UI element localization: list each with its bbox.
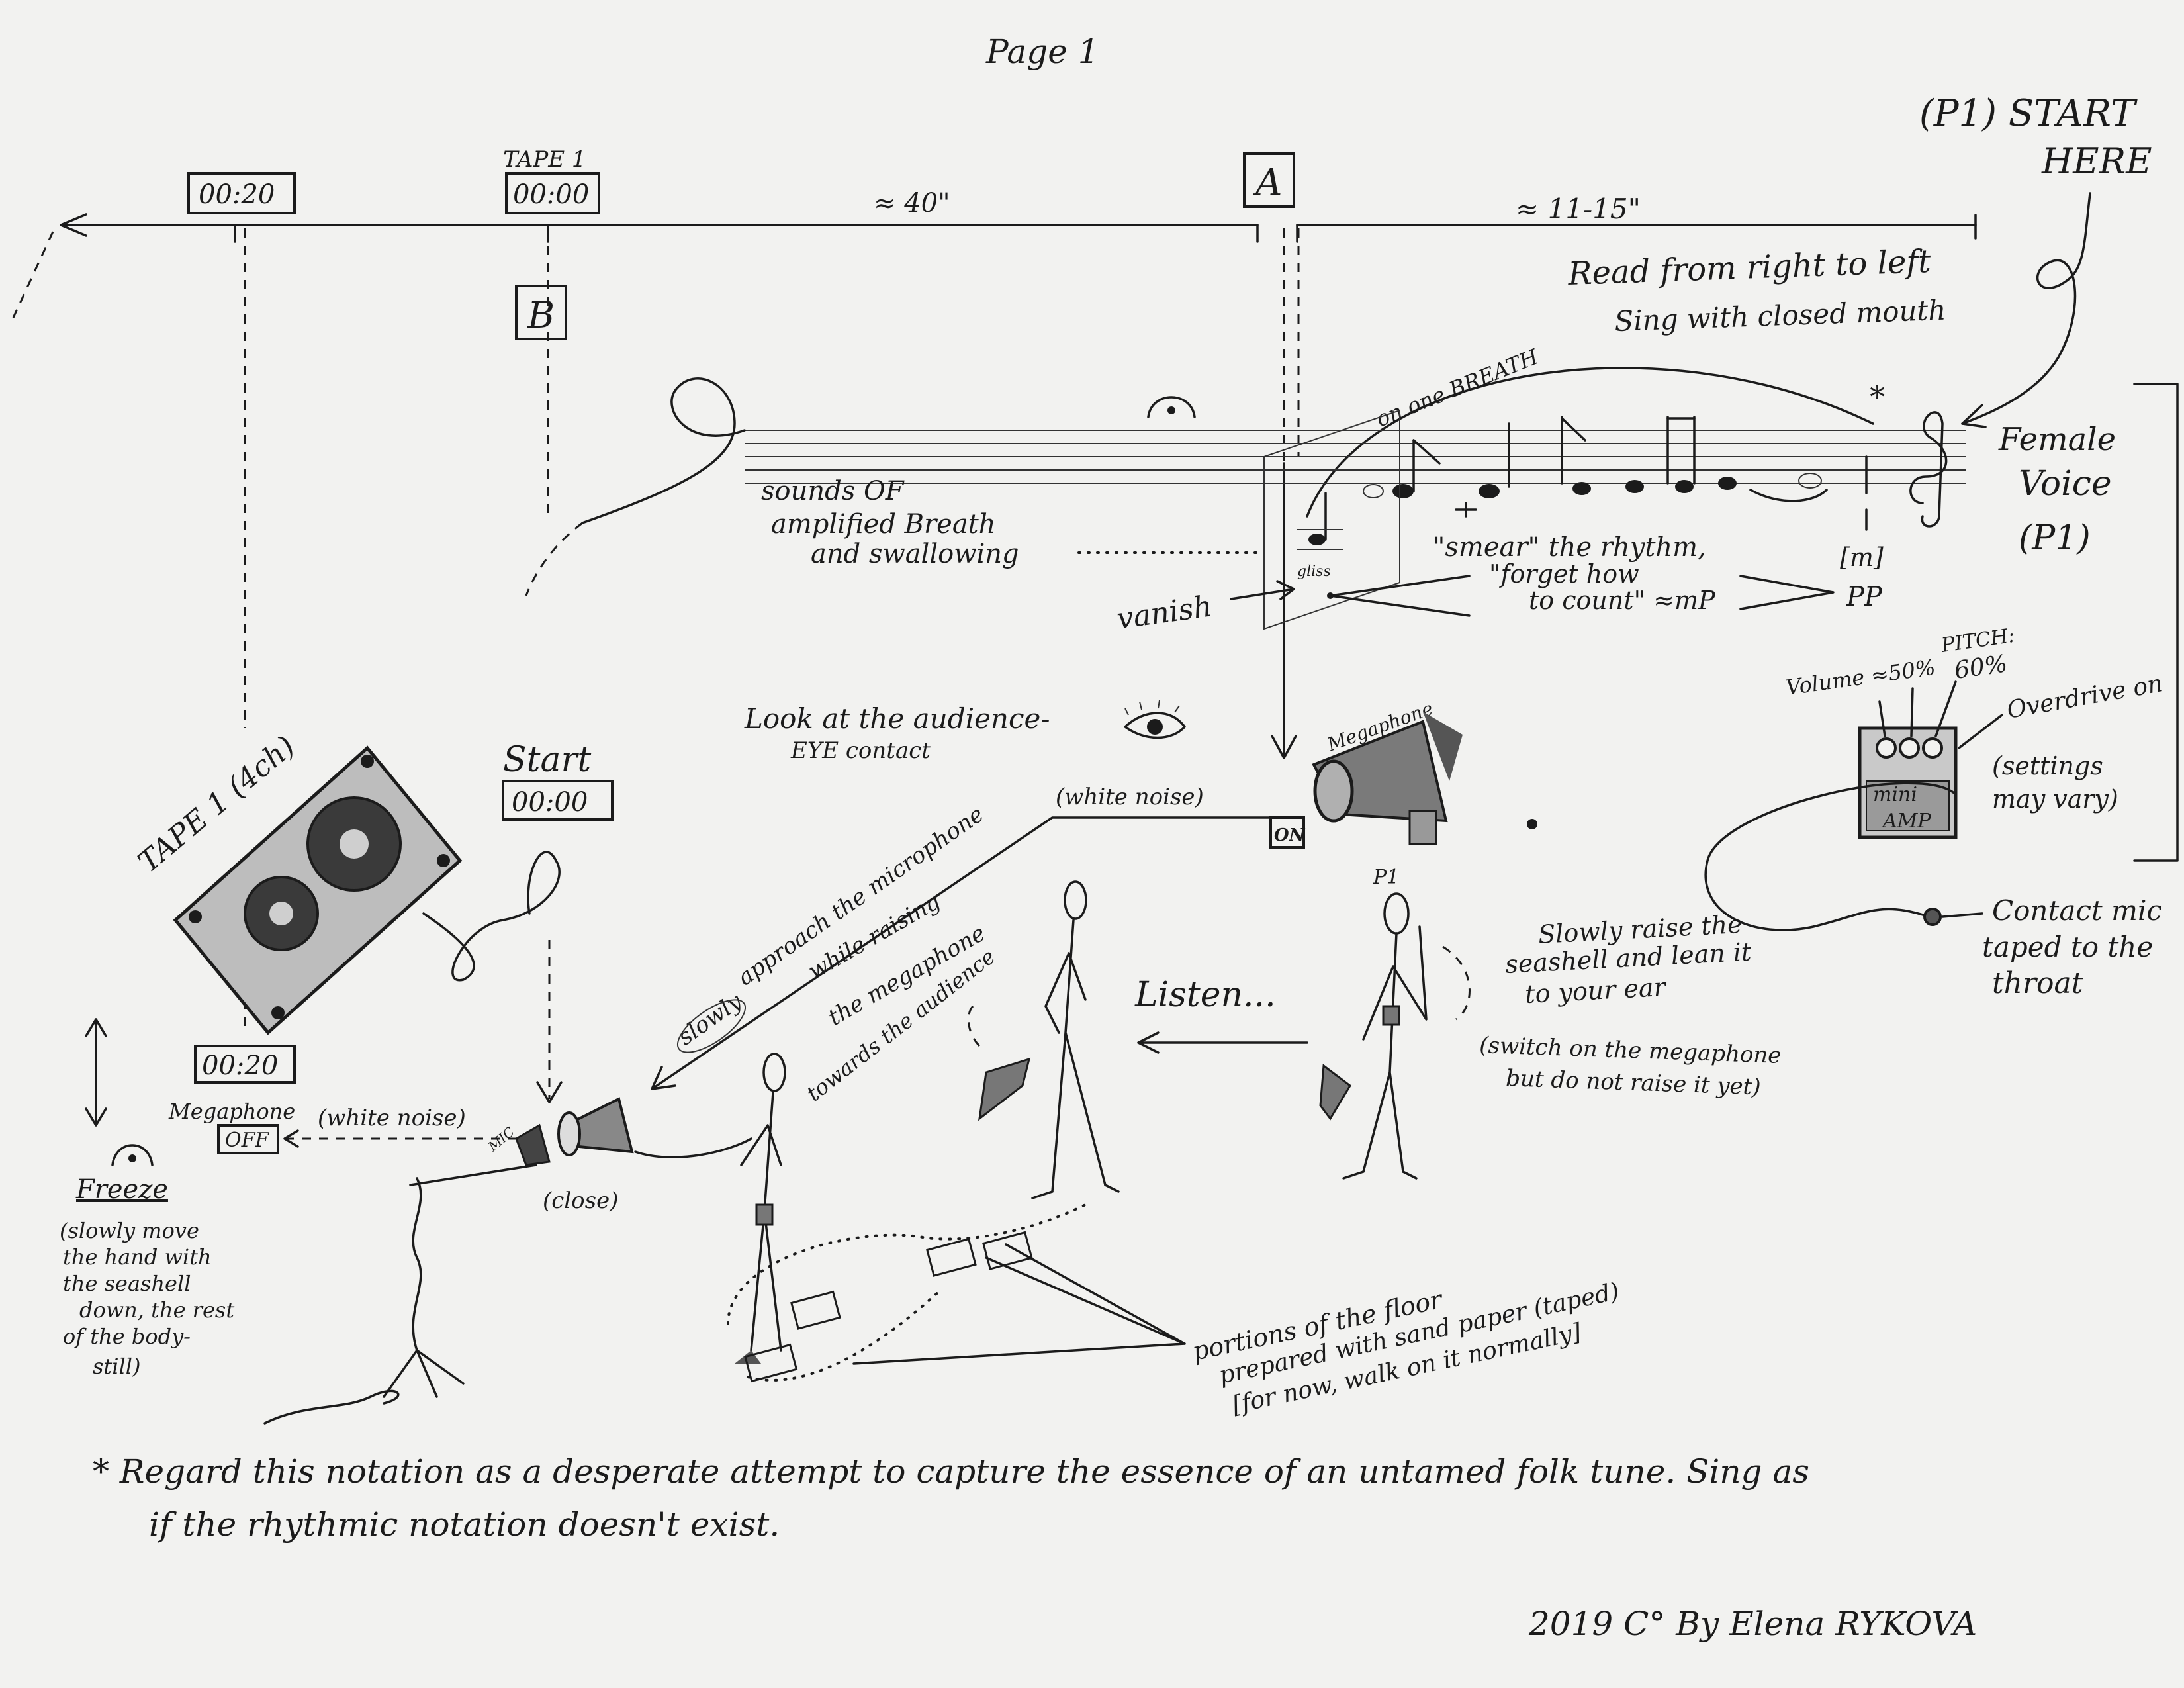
freeze-title: Freeze [75,1174,168,1205]
contact-line-1: Contact mic [1992,894,2162,927]
contact-line-2: taped to the [1982,931,2153,963]
footnote-line-2: if the rhythmic notation doesn't exist. [149,1505,780,1544]
performer-p1 [1319,892,1471,1180]
fermata-freeze [111,1144,154,1166]
eye-icon [1124,700,1186,739]
megaphone-on: ON [1274,825,1306,845]
start-label-tape: Start [503,740,591,780]
start-arrow [1961,192,2091,425]
eye-contact: EYE contact [790,737,931,764]
double-arrow [85,1018,107,1127]
footnote-line-1: * Regard this notation as a desperate at… [93,1452,1809,1491]
gliss-label: gliss [1297,563,1331,580]
switch-line-1: (switch on the megaphone [1479,1032,1782,1069]
amp-pitch-2: 60% [1953,650,2009,684]
music-staff: gliss [525,377,1966,630]
timeline-mark-0020: 00:20 [199,179,275,210]
end-time: 00:20 [202,1051,278,1081]
credit: 2019 C° By Elena RYKOVA [1528,1605,1977,1643]
freeze-line-4: down, the rest [79,1297,234,1323]
asterisk: * [1870,379,1885,414]
amp-mini: mini [1873,783,1917,806]
amp-settings-1: (settings [1992,751,2103,780]
slowly-label: slowly [673,988,747,1051]
duration-start-a: ≈ 11-15" [1516,193,1641,225]
voice-line-1: Female [1998,421,2116,458]
start-label: (P1) START [1919,92,2138,135]
white-noise-top: (white noise) [1056,784,1204,810]
section-b: B [527,294,555,337]
floor-patches [727,1203,1186,1383]
start-arrowhead [1961,404,1987,428]
voice-bracket [2133,383,2179,862]
freeze-line-5: of the body- [63,1324,191,1349]
performer-at-mic [735,1053,786,1364]
hum-m: [m] [1840,543,1884,572]
performer-walking [967,880,1120,1199]
megaphone-off: OFF [225,1129,269,1152]
forget-line-1: "forget how [1489,559,1639,588]
start-label-here: HERE [2041,140,2152,182]
megaphone-label-2: Megaphone [168,1099,295,1124]
raise-line-3: to your ear [1524,972,1668,1009]
section-a-box [1243,152,1295,208]
section-a: A [1252,162,1282,205]
look-audience: Look at the audience- [744,702,1050,735]
voice-line-2: Voice [2019,464,2112,504]
amp-overdrive: Overdrive on [2005,670,2165,724]
voice-line-3: (P1) [2019,518,2091,558]
forget-line-2: to count" ≈mP [1529,586,1716,615]
amp-cable [1704,782,1957,931]
read-direction: Read from right to left [1567,243,1932,293]
freeze-line-1: (slowly move [60,1218,199,1243]
sing-closed: Sing with closed mouth [1614,294,1947,338]
close-label: (close) [543,1188,618,1214]
sounds-line-1: sounds OF [761,476,905,506]
timeline-mark-0000: 00:00 [513,179,589,210]
duration-ab: ≈ 40" [874,188,950,218]
amp-amp: AMP [1881,810,1931,833]
switch-line-2: but do not raise it yet) [1506,1065,1762,1100]
megaphone-icon [1312,712,1463,845]
dynamic-pp: PP [1846,582,1883,612]
freeze-line-6: still) [93,1354,140,1379]
cassette-tape-icon [173,745,561,1035]
section-b-box [515,285,567,340]
listen-label: Listen... [1134,975,1276,1015]
sounds-line-3: and swallowing [811,539,1019,569]
sounds-line-2: amplified Breath [771,509,996,539]
start-time: 00:00 [512,787,588,818]
white-noise-bottom: (white noise) [318,1105,466,1131]
amp-volume: Volume ≈50% [1784,655,1937,700]
decrescendo [1739,575,1835,610]
freeze-line-3: the seashell [63,1271,191,1296]
breath-slur [1306,367,1874,518]
listen-arrow [1137,1031,1308,1054]
p1-label: P1 [1373,866,1399,889]
contact-mic [1923,908,1942,926]
timeline-tape-label: TAPE 1 [503,146,586,173]
amp-settings-2: may vary) [1992,784,2118,814]
vanish-label: vanish [1115,589,1214,636]
page-label: Page 1 [985,32,1099,71]
contact-line-3: throat [1992,966,2083,1000]
smear-label: "smear" the rhythm, [1433,532,1706,563]
freeze-line-2: the hand with [63,1244,212,1270]
mic-label: MIC [484,1123,518,1154]
mic-stand: MIC [383,1097,752,1398]
timeline: 00:20 TAPE 1 00:00 ≈ 40" ≈ 11-15" A B [12,146,1977,340]
